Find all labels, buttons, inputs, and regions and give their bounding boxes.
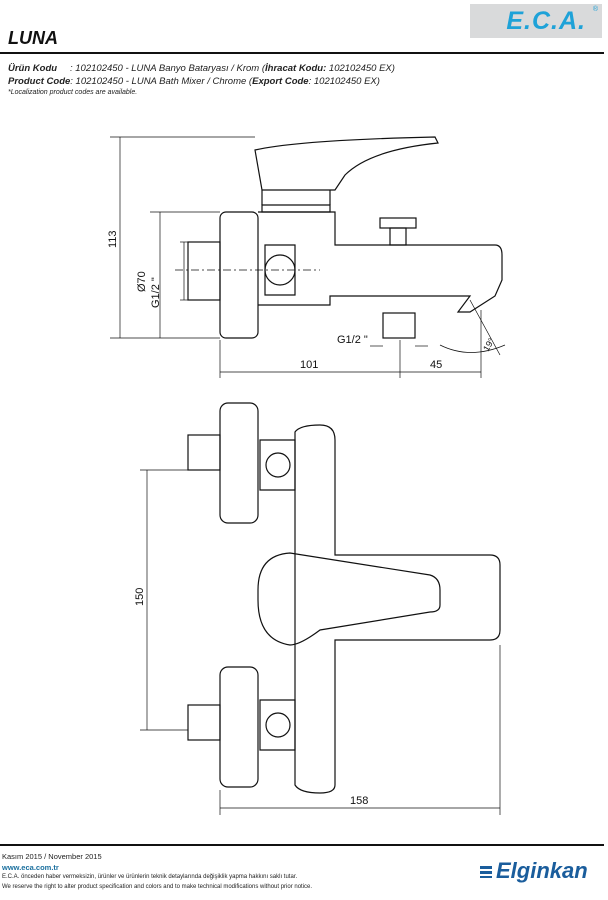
pipe-bottom	[187, 704, 221, 741]
footer-date: Kasım 2015 / November 2015	[2, 852, 102, 861]
dim-101: 101	[300, 359, 318, 371]
disclaimer-tr: E.C.A. önceden haber vermeksizin, ürünle…	[2, 874, 298, 880]
mixer-body-top	[294, 424, 501, 794]
ihracat-label: İhracat Kodu:	[265, 63, 327, 74]
inlet-pipe	[187, 241, 221, 301]
mixer-body	[258, 211, 503, 313]
outlet-thread	[382, 312, 416, 339]
header-divider	[0, 52, 604, 54]
dim-height: 113	[107, 230, 119, 248]
dim-45: 45	[430, 359, 442, 371]
dim-angle: 19°	[481, 336, 497, 353]
wall-flange	[219, 211, 259, 339]
flange-bottom	[219, 666, 259, 788]
footer-url[interactable]: www.eca.com.tr	[2, 863, 59, 872]
product-code-label: Product Code	[8, 75, 71, 87]
diverter-knob	[379, 217, 417, 229]
body-collar	[261, 204, 331, 213]
dim-150: 150	[134, 588, 146, 606]
dim-diameter: Ø70	[136, 271, 148, 292]
footer-divider	[0, 844, 604, 846]
top-view: 150 158	[134, 402, 501, 815]
elginkan-mark-icon	[480, 866, 492, 879]
flange-top	[219, 402, 259, 524]
dim-inlet-thread: G1/2 "	[150, 277, 162, 308]
product-code-value: : 102102450 - LUNA Bath Mixer / Chrome (	[70, 75, 253, 87]
nut-bottom	[265, 712, 291, 738]
side-dimension-lines	[110, 136, 506, 378]
localization-note: *Localization product codes are availabl…	[8, 89, 138, 96]
top-dimension-lines	[140, 469, 501, 815]
dim-outlet-thread: G1/2 "	[337, 334, 368, 346]
connection-nuts	[259, 439, 296, 751]
page-title: LUNA	[8, 28, 58, 48]
elginkan-text: Elginkan	[496, 858, 588, 883]
product-codes: Ürün Kodu : 102102450 - LUNA Banyo Batary…	[8, 63, 395, 98]
lever-handle	[254, 136, 439, 191]
urun-kodu-value: : 102102450 - LUNA Banyo Bataryası / Kro…	[70, 63, 266, 74]
dim-158: 158	[350, 795, 368, 807]
diverter-stem	[389, 227, 407, 246]
urun-kodu-label: Ürün Kodu	[8, 63, 58, 74]
elginkan-logo: Elginkan	[480, 858, 588, 884]
export-label: Export Code	[252, 75, 309, 87]
collar-edges	[261, 190, 331, 205]
ihracat-value: 102102450 EX)	[326, 63, 395, 74]
inlet-nut-outline	[264, 244, 296, 296]
footer: Kasım 2015 / November 2015 www.eca.com.t…	[2, 851, 312, 892]
export-value: : 102102450 EX)	[308, 75, 380, 87]
pipe-top	[187, 434, 221, 471]
logo-text: E.C.A.	[506, 7, 586, 35]
eca-logo: E.C.A. ®	[470, 4, 602, 38]
nut-top	[265, 452, 291, 478]
urun-kodu-line: Ürün Kodu : 102102450 - LUNA Banyo Batary…	[8, 63, 395, 76]
registered-mark: ®	[592, 6, 598, 13]
disclaimer-en: We reserve the right to alter product sp…	[2, 883, 313, 890]
side-view: 113 Ø70 G1/2 " G1/2 " 101 45 19°	[107, 136, 506, 378]
lever-top	[257, 552, 441, 646]
product-code-line: Product Code: 102102450 - LUNA Bath Mixe…	[8, 76, 395, 89]
